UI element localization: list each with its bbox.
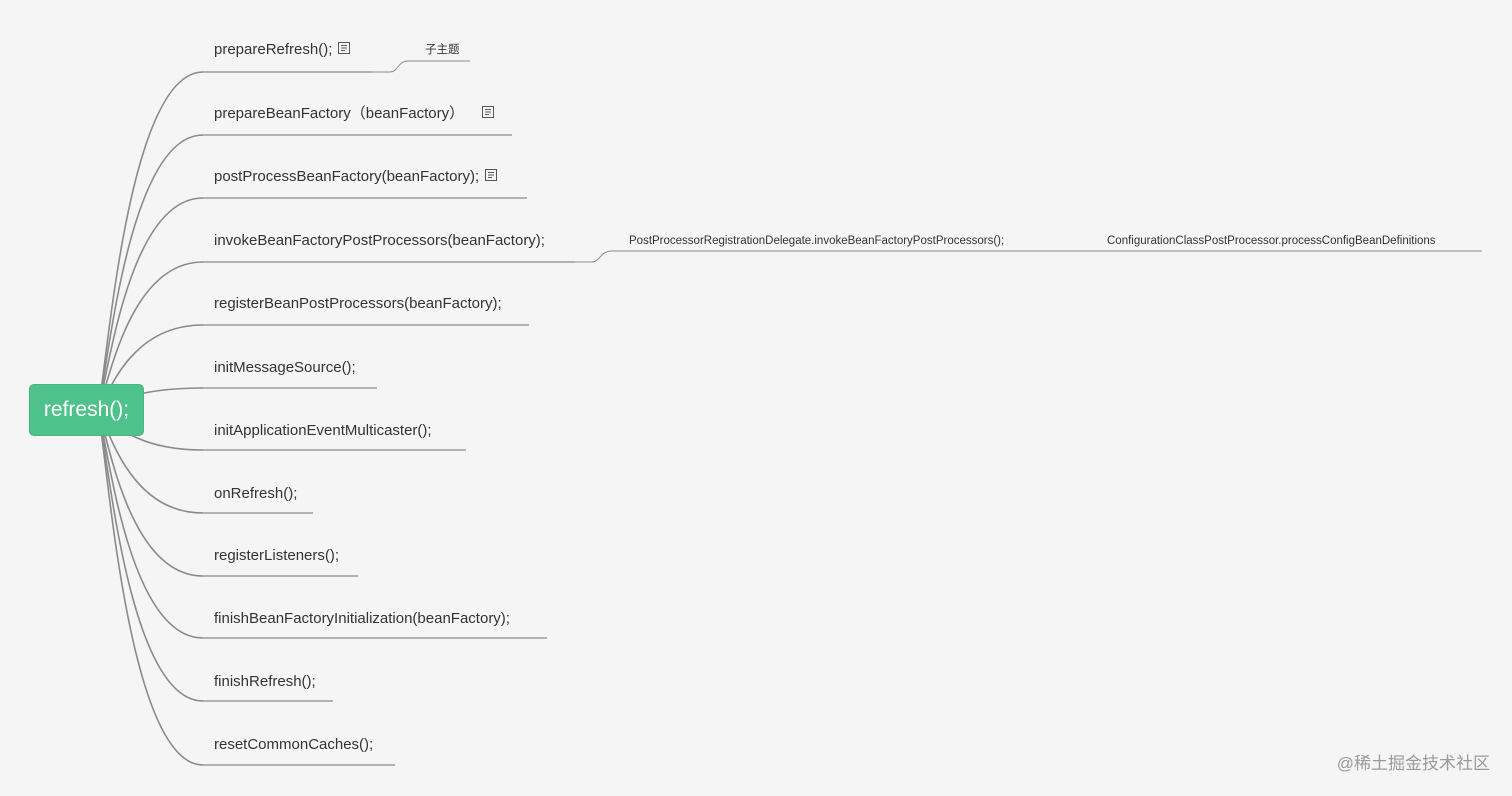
branch-label: onRefresh(); [214, 485, 298, 502]
branch-label: resetCommonCaches(); [214, 736, 374, 753]
branch-prepare-refresh[interactable]: prepareRefresh(); [214, 41, 351, 59]
branch-register-bean-post-processors[interactable]: registerBeanPostProcessors(beanFactory); [214, 295, 502, 313]
root-topic[interactable]: refresh(); [30, 385, 143, 435]
subtopic-label: ConfigurationClassPostProcessor.processC… [1107, 235, 1436, 247]
branch-finish-bean-factory-init[interactable]: finishBeanFactoryInitialization(beanFact… [214, 610, 510, 628]
branch-label: finishBeanFactoryInitialization(beanFact… [214, 610, 510, 627]
connector-curve [97, 71, 204, 411]
branch-finish-refresh[interactable]: finishRefresh(); [214, 673, 316, 691]
subtopic-label: PostProcessorRegistrationDelegate.invoke… [629, 235, 1005, 247]
connector-curve [97, 197, 204, 411]
branch-label: registerListeners(); [214, 547, 340, 564]
connector-curve [97, 409, 204, 702]
subtopic-child[interactable]: 子主题 [425, 43, 460, 57]
branch-prepare-bean-factory[interactable]: prepareBeanFactory（beanFactory） [214, 105, 495, 123]
branch-label: invokeBeanFactoryPostProcessors(beanFact… [214, 232, 545, 249]
branch-label: initMessageSource(); [214, 359, 356, 376]
branch-on-refresh[interactable]: onRefresh(); [214, 485, 297, 503]
branch-init-event-multicaster[interactable]: initApplicationEventMulticaster(); [214, 422, 432, 440]
branch-reset-common-caches[interactable]: resetCommonCaches(); [214, 736, 373, 754]
connector-curve [97, 134, 204, 411]
connector-subtopic-child [372, 60, 470, 73]
subtopic-invoke-delegate[interactable]: PostProcessorRegistrationDelegate.invoke… [629, 234, 1004, 248]
note-icon[interactable] [482, 106, 495, 119]
branch-label: prepareBeanFactory（beanFactory） [214, 105, 465, 122]
connector-curve [97, 409, 204, 766]
connector-invoke-child [575, 250, 1482, 263]
note-icon[interactable] [485, 169, 498, 182]
watermark: @稀土掘金技术社区 [1337, 749, 1490, 774]
note-icon[interactable] [338, 42, 351, 55]
watermark-label: @稀土掘金技术社区 [1336, 754, 1490, 773]
branch-label: initApplicationEventMulticaster(); [214, 422, 432, 439]
branch-label: registerBeanPostProcessors(beanFactory); [214, 295, 502, 312]
branch-post-process-bean-factory[interactable]: postProcessBeanFactory(beanFactory); [214, 168, 498, 186]
subtopic-process-config-bean-definitions[interactable]: ConfigurationClassPostProcessor.processC… [1107, 234, 1436, 248]
branch-init-message-source[interactable]: initMessageSource(); [214, 359, 356, 377]
branch-label: finishRefresh(); [214, 673, 316, 690]
subtopic-label: 子主题 [425, 44, 460, 56]
root-topic-label: refresh(); [43, 398, 130, 421]
branch-register-listeners[interactable]: registerListeners(); [214, 547, 339, 565]
branch-label: postProcessBeanFactory(beanFactory); [214, 168, 480, 185]
branch-invoke-post-processors[interactable]: invokeBeanFactoryPostProcessors(beanFact… [214, 232, 545, 250]
branch-label: prepareRefresh(); [214, 41, 333, 58]
